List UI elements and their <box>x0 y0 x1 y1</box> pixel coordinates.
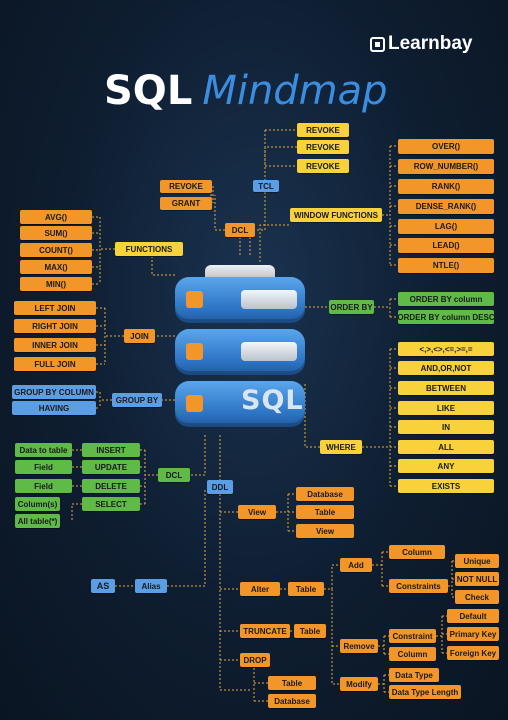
node-all-table: All table(*) <box>15 514 60 528</box>
node-dense-rank: DENSE_RANK() <box>398 199 494 214</box>
database-disk-top <box>175 277 305 323</box>
node-columns: Column(s) <box>15 497 60 511</box>
node-window-functions: WINDOW FUNCTIONS <box>290 208 382 222</box>
node-grant: GRANT <box>160 197 212 210</box>
node-drop-database: Database <box>268 694 316 708</box>
node-avg: AVG() <box>20 210 92 224</box>
node-default: Default <box>447 609 499 623</box>
node-add-column: Column <box>389 545 445 559</box>
title-part-mindmap: Mindmap <box>202 68 388 114</box>
node-join: JOIN <box>124 329 155 343</box>
node-comparison-operators: <,>,<>,<=,>=,= <box>398 342 494 356</box>
disk-marker-icon <box>186 395 203 412</box>
node-revoke-dcl: REVOKE <box>160 180 212 193</box>
node-alias: Alias <box>135 579 167 593</box>
learnbay-logo-mark-icon <box>370 36 385 52</box>
database-sql-label: SQL <box>241 385 304 416</box>
node-order-by-column-desc: ORDER BY column DESC <box>397 310 495 324</box>
node-lead: LEAD() <box>398 238 494 253</box>
node-between: BETWEEN <box>398 381 494 395</box>
node-where: WHERE <box>320 440 362 454</box>
node-in: IN <box>398 420 494 434</box>
node-inner-join: INNER JOIN <box>14 338 96 352</box>
node-select: SELECT <box>82 497 140 511</box>
node-view: View <box>238 505 276 519</box>
node-lag: LAG() <box>398 219 494 234</box>
disk-bar-icon <box>241 290 297 309</box>
node-view-table: Table <box>296 505 354 519</box>
title-part-sql: SQL <box>104 68 193 114</box>
disk-marker-icon <box>186 343 203 360</box>
disk-bar-icon <box>241 342 297 361</box>
disk-marker-icon <box>186 291 203 308</box>
node-tcl: TCL <box>253 180 279 192</box>
database-illustration: SQL <box>175 265 305 435</box>
node-like: LIKE <box>398 401 494 415</box>
node-add: Add <box>340 558 372 572</box>
node-having: HAVING <box>12 401 96 415</box>
node-view-database: Database <box>296 487 354 501</box>
node-ddl: DDL <box>207 480 233 494</box>
node-unique: Unique <box>455 554 499 568</box>
node-data-type: Data Type <box>389 668 439 682</box>
node-functions: FUNCTIONS <box>115 242 183 256</box>
node-over: OVER() <box>398 139 494 154</box>
node-modify: Modify <box>340 677 378 691</box>
node-primary-key: Primary Key <box>447 627 499 641</box>
node-revoke-3: REVOKE <box>297 159 349 173</box>
node-min: MIN() <box>20 277 92 291</box>
node-delete: DELETE <box>82 479 140 493</box>
node-not-null: NOT NULL <box>455 572 499 586</box>
node-truncate-table: Table <box>294 624 326 638</box>
node-exists: EXISTS <box>398 479 494 493</box>
database-disk-bottom: SQL <box>175 381 305 427</box>
node-data-type-length: Data Type Length <box>389 685 461 699</box>
node-remove: Remove <box>340 639 378 653</box>
node-data-to-table: Data to table <box>15 443 72 457</box>
node-order-by: ORDER BY <box>329 300 374 314</box>
node-insert: INSERT <box>82 443 140 457</box>
node-left-join: LEFT JOIN <box>14 301 96 315</box>
node-constraints: Constraints <box>389 579 448 593</box>
node-group-by: GROUP BY <box>112 393 162 407</box>
node-full-join: FULL JOIN <box>14 357 96 371</box>
node-field-delete: Field <box>15 479 72 493</box>
node-any: ANY <box>398 459 494 473</box>
node-rank: RANK() <box>398 179 494 194</box>
node-max: MAX() <box>20 260 92 274</box>
node-update: UPDATE <box>82 460 140 474</box>
node-drop-table: Table <box>268 676 316 690</box>
node-view-view: View <box>296 524 354 538</box>
node-alter: Alter <box>240 582 280 596</box>
learnbay-logo: Learnbay <box>370 33 472 55</box>
node-dcl-bottom: DCL <box>158 468 190 482</box>
node-remove-column: Column <box>389 647 436 661</box>
node-ntle: NTLE() <box>398 258 494 273</box>
node-and-or-not: AND,OR,NOT <box>398 361 494 375</box>
database-disk-middle <box>175 329 305 375</box>
node-group-by-column: GROUP BY COLUMN <box>12 385 96 399</box>
node-dcl-top: DCL <box>225 223 255 237</box>
node-remove-constraint: Constraint <box>389 629 436 643</box>
node-foreign-key: Foreign Key <box>447 646 499 660</box>
node-truncate: TRUNCATE <box>240 624 290 638</box>
node-sum: SUM() <box>20 226 92 240</box>
node-alter-table: Table <box>288 582 324 596</box>
node-drop: DROP <box>240 653 270 667</box>
node-revoke-2: REVOKE <box>297 140 349 154</box>
node-all: ALL <box>398 440 494 454</box>
node-revoke-1: REVOKE <box>297 123 349 137</box>
node-count: COUNT() <box>20 243 92 257</box>
node-check: Check <box>455 590 499 604</box>
brand-name: Learnbay <box>388 33 473 54</box>
node-right-join: RIGHT JOIN <box>14 319 96 333</box>
node-field-update: Field <box>15 460 72 474</box>
node-row-number: ROW_NUMBER() <box>398 159 494 174</box>
node-as: AS <box>91 579 115 593</box>
node-order-by-column: ORDER BY column <box>398 292 494 306</box>
